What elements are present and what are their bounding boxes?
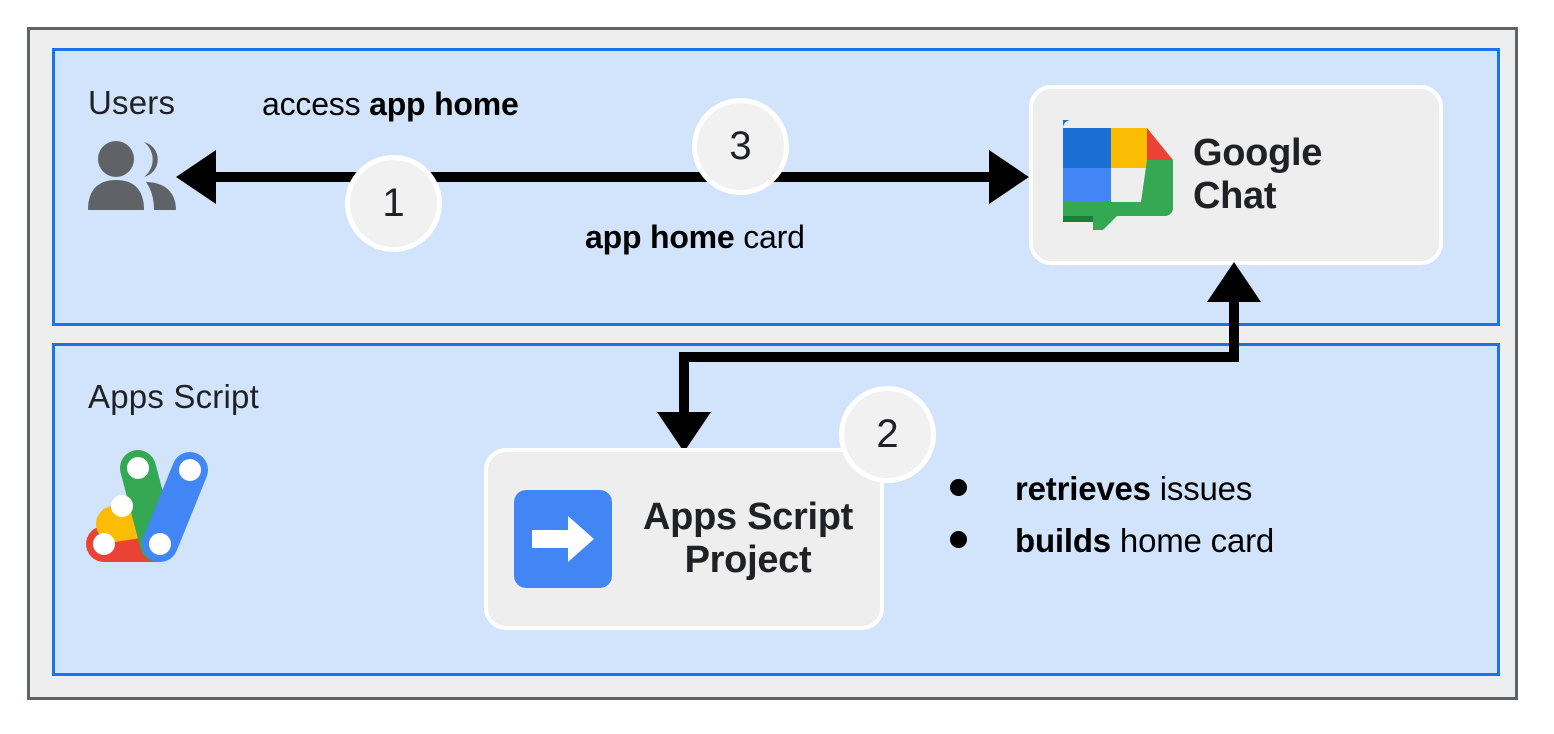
- google-chat-title-line1: Google: [1193, 132, 1323, 175]
- panel-users-label: Users: [88, 84, 176, 121]
- arrowhead-to-google-chat: [989, 150, 1029, 204]
- flow-label-app-home-card: app home card: [585, 219, 805, 256]
- apps-script-project-title-line1: Apps Script: [643, 496, 853, 539]
- connector-elbow-horizontal: [679, 352, 1239, 362]
- step-badge-2: 2: [839, 386, 936, 483]
- arrowhead-to-users: [176, 150, 216, 204]
- flow-label-card-plain: card: [734, 219, 805, 255]
- list-item-bold: builds: [1015, 522, 1111, 559]
- arrowhead-to-apps-script-project: [657, 412, 711, 452]
- flow-label-access-bold: app home: [369, 86, 519, 122]
- node-apps-script-project[interactable]: Apps Script Project: [484, 448, 884, 630]
- google-chat-title: Google Chat: [1193, 132, 1322, 217]
- step-badge-3: 3: [692, 98, 789, 195]
- bullet-dot-icon: [950, 479, 967, 496]
- apps-script-project-icon: [514, 490, 612, 588]
- flow-label-card-bold: app home: [585, 219, 735, 255]
- apps-script-fan-logo: [86, 450, 208, 562]
- list-item-plain: issues: [1150, 470, 1253, 507]
- panel-apps-script-label: Apps Script: [88, 378, 259, 415]
- people-icon: [88, 141, 176, 210]
- step-badge-1: 1: [345, 155, 442, 252]
- google-chat-title-line2: Chat: [1193, 175, 1277, 217]
- bullet-dot-icon: [950, 531, 967, 548]
- flow-label-access-app-home: access app home: [262, 86, 519, 123]
- connector-elbow-down: [679, 352, 689, 440]
- connector-elbow-up: [1229, 285, 1239, 362]
- node-google-chat[interactable]: Google Chat: [1029, 85, 1443, 265]
- google-chat-logo: [1063, 120, 1173, 230]
- apps-script-actions-list: retrieves issues builds home card: [950, 470, 1420, 574]
- list-item-plain: home card: [1110, 522, 1275, 559]
- list-item-text: builds home card: [1015, 522, 1274, 560]
- connector-users-chat: [196, 172, 1021, 182]
- flow-label-access-plain: access: [262, 86, 370, 122]
- list-item: retrieves issues: [950, 470, 1420, 508]
- apps-script-project-title: Apps Script Project: [634, 496, 862, 581]
- list-item: builds home card: [950, 522, 1420, 560]
- list-item-text: retrieves issues: [1015, 470, 1252, 508]
- apps-script-project-title-line2: Project: [684, 539, 812, 581]
- arrowhead-to-google-chat-return: [1207, 262, 1261, 302]
- list-item-bold: retrieves: [1015, 470, 1151, 507]
